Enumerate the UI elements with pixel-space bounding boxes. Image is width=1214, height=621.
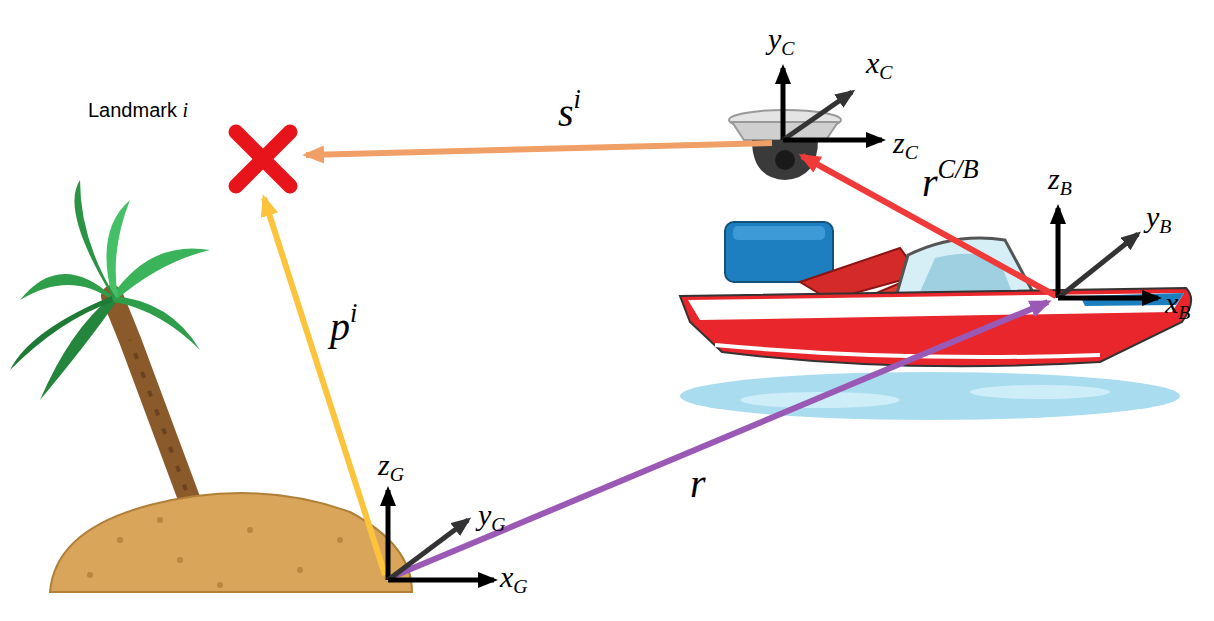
vector-p [264, 198, 385, 575]
axis-label: xC [866, 46, 893, 79]
label-holder: Landmark i [88, 100, 188, 120]
vector-label: pi [330, 304, 357, 349]
axis-label: yB [1146, 200, 1171, 233]
landmark-cross [236, 132, 290, 186]
label-holder: rC/B [922, 156, 979, 203]
label-holder: yG [478, 500, 506, 535]
label-holder: zG [378, 450, 404, 485]
vector-r-cb [802, 156, 1056, 296]
label-holder: si [558, 86, 581, 133]
palm-tree [10, 180, 210, 528]
ground-axes [388, 490, 494, 580]
vector-r [394, 302, 1048, 576]
boat [680, 222, 1191, 366]
sand-island [50, 493, 412, 592]
sand-dots [87, 517, 343, 588]
axis-label: zC [893, 126, 918, 159]
vector-label: rC/B [922, 160, 979, 205]
vector-label: r [690, 461, 706, 506]
label-holder: xB [1165, 288, 1190, 323]
axis-label: xB [1165, 286, 1190, 319]
label-holder: xG [500, 562, 528, 597]
label-holder: zB [1048, 164, 1072, 199]
axis-label: zB [1048, 162, 1072, 195]
label-holder: r [690, 464, 706, 504]
label-holder: pi [330, 300, 357, 347]
water [680, 372, 1180, 420]
label-holder: xC [866, 48, 893, 83]
axis-label: xG [500, 560, 528, 593]
axis-label: yC [768, 22, 795, 55]
vector-label: si [558, 90, 581, 135]
label-holder: yB [1146, 202, 1171, 237]
axis-label: yG [478, 498, 506, 531]
landmark-label: Landmark i [88, 99, 188, 121]
vector-s [306, 143, 772, 155]
label-holder: zC [893, 128, 918, 163]
boat-axes [1058, 208, 1158, 298]
axis-label: zG [378, 448, 404, 481]
label-holder: yC [768, 24, 795, 59]
